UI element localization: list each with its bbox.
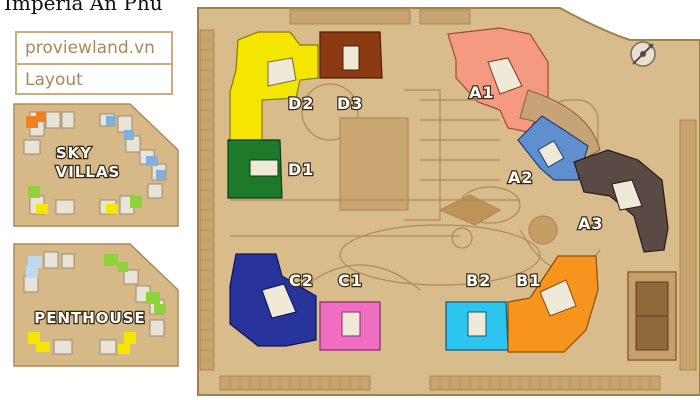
label-d3: D3 — [337, 94, 363, 113]
inset-penthouse: PENTHOUSE — [13, 243, 179, 367]
label-a2: A2 — [508, 168, 534, 187]
block-c1[interactable] — [319, 301, 381, 351]
map-title: Imperia An Phu — [4, 0, 163, 15]
brand-box: proviewland.vn Layout — [15, 31, 173, 95]
block-a3[interactable] — [573, 149, 669, 253]
sky-villas-label-line1: SKY — [56, 144, 92, 162]
brand-caption: Layout — [25, 70, 83, 90]
compass-icon — [630, 41, 656, 67]
label-c2: C2 — [289, 271, 314, 290]
block-b2[interactable] — [445, 301, 509, 351]
label-b1: B1 — [516, 271, 541, 290]
label-a3: A3 — [578, 214, 604, 233]
block-d2[interactable] — [229, 31, 319, 141]
sky-villas-label-line2: VILLAS — [56, 163, 121, 181]
block-d3[interactable] — [319, 31, 383, 79]
label-c1: C1 — [338, 271, 363, 290]
label-a1: A1 — [469, 83, 495, 102]
block-d1[interactable] — [227, 139, 283, 199]
inset-sky-villas: SKY VILLAS — [13, 103, 179, 227]
block-b1[interactable] — [507, 255, 599, 353]
brand-site[interactable]: proviewland.vn — [17, 33, 171, 65]
block-c2[interactable] — [229, 253, 317, 347]
label-d1: D1 — [288, 160, 314, 179]
penthouse-label: PENTHOUSE — [34, 309, 146, 327]
tennis-court — [627, 271, 677, 361]
label-d2: D2 — [288, 94, 314, 113]
label-b2: B2 — [466, 271, 491, 290]
